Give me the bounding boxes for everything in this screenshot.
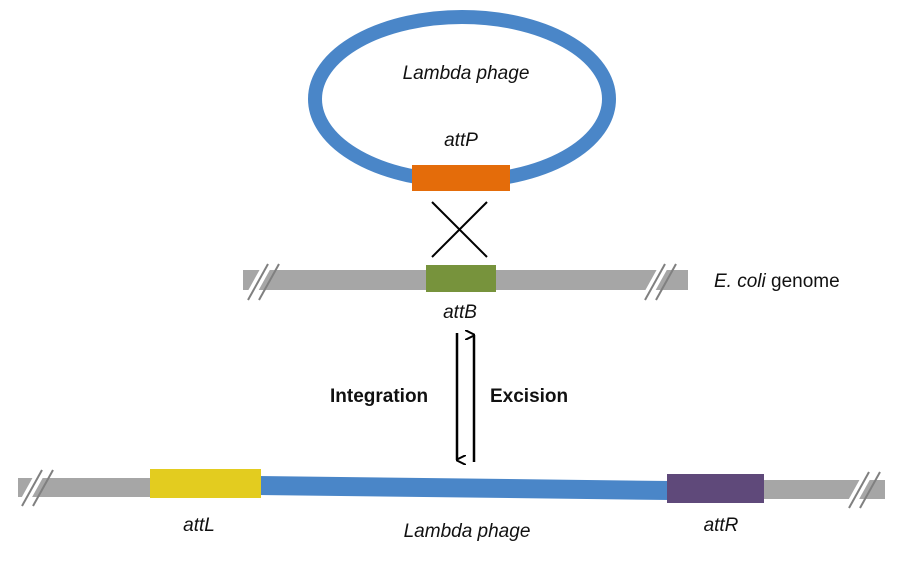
attb-label: attB	[443, 302, 477, 323]
phage-circle-group: Lambda phage attP	[308, 10, 616, 191]
attp-label: attP	[444, 130, 478, 151]
attr-site	[667, 474, 764, 503]
phage-circle-label: Lambda phage	[403, 63, 530, 84]
phage-circle-ring	[308, 10, 616, 188]
genome-label-species: E. coli	[714, 271, 767, 292]
integrated-phage-insert	[258, 476, 670, 500]
attp-site	[412, 165, 510, 191]
genome-right-break-icon	[641, 261, 677, 303]
genome-label-rest: genome	[766, 271, 840, 292]
crossover-x-icon	[431, 201, 488, 258]
integration-label: Integration	[330, 386, 428, 407]
genome-left-break-icon	[244, 261, 280, 303]
attl-site	[150, 469, 261, 498]
attr-label: attR	[704, 515, 739, 536]
product-group: attL Lambda phage attR	[18, 467, 885, 542]
product-right-break-icon	[845, 469, 881, 511]
product-left-break-icon	[18, 467, 54, 509]
ecoli-genome-group: attB E. coli genome	[243, 261, 840, 323]
reaction-arrows: Integration Excision	[330, 333, 568, 462]
attb-site	[426, 265, 496, 292]
product-left-strand	[18, 478, 155, 497]
excision-label: Excision	[490, 386, 568, 407]
genome-label: E. coli genome	[714, 271, 840, 292]
attl-label: attL	[183, 515, 215, 536]
integrated-phage-label: Lambda phage	[404, 521, 531, 542]
